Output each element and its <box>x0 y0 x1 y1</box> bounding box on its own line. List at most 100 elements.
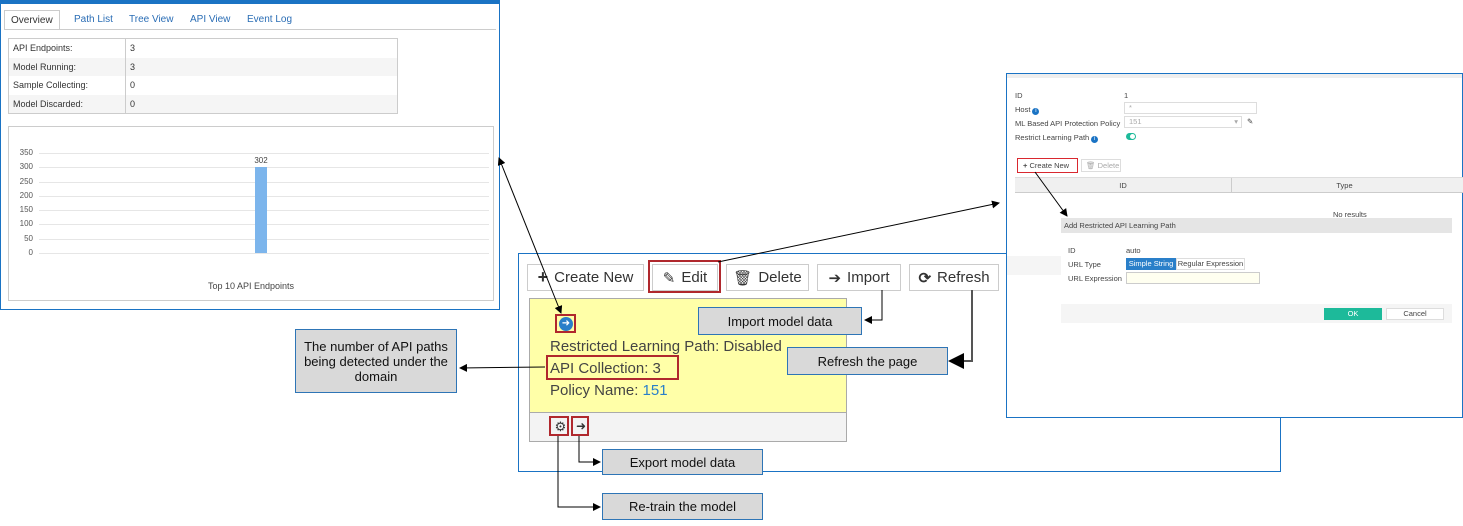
y-tick-label: 100 <box>19 219 33 229</box>
cancel-button[interactable]: Cancel <box>1386 308 1444 320</box>
highlight-box <box>571 416 589 436</box>
refresh-label: Refresh <box>937 269 990 286</box>
pencil-icon: ✎ <box>662 269 676 287</box>
overview-panel: Overview Path List Tree View API View Ev… <box>0 0 500 310</box>
col-id[interactable]: ID <box>1015 178 1232 193</box>
stat-label: Model Running: <box>9 57 126 76</box>
callout-refresh: Refresh the page <box>787 347 948 375</box>
import-label: Import <box>847 269 890 286</box>
stat-label: Model Discarded: <box>9 94 126 113</box>
sign-in-icon: ➔ <box>828 269 842 287</box>
create-new-label: Create New <box>554 269 634 286</box>
url-type-simple-string[interactable]: Simple String <box>1126 258 1176 270</box>
sign-out-icon[interactable]: ➜ <box>575 419 587 433</box>
info-icon: i <box>1091 136 1099 143</box>
y-tick-label: 200 <box>19 190 33 200</box>
policy-select[interactable]: 151 ▾ <box>1124 116 1242 128</box>
restrict-toggle[interactable] <box>1126 133 1136 140</box>
tab-api-view[interactable]: API View <box>190 14 231 25</box>
y-tick-label: 150 <box>19 205 33 215</box>
backdrop-row <box>1007 256 1061 275</box>
stat-row: Sample Collecting: 0 <box>9 76 397 95</box>
delete-button[interactable]: 🗑 Delete <box>1081 159 1121 172</box>
id-label: ID <box>1015 91 1023 100</box>
stat-value: 3 <box>130 43 136 53</box>
refresh-button[interactable]: ⟳ Refresh <box>909 264 999 291</box>
stat-value: 0 <box>130 98 136 109</box>
tab-path-list[interactable]: Path List <box>74 14 113 25</box>
y-tick-label: 0 <box>28 248 33 257</box>
trash-icon: 🗑 <box>1086 161 1096 170</box>
stat-label: Sample Collecting: <box>9 76 126 95</box>
delete-button[interactable]: 🗑 Delete <box>726 264 809 291</box>
import-button[interactable]: ➔ Import <box>817 264 901 291</box>
delete-label: Delete <box>758 269 802 286</box>
dialog-title: Add Restricted API Learning Path <box>1061 218 1452 233</box>
model-list-panel: + Create New ✎ Edit 🗑 Delete ➔ Import ⟳ Refre… <box>518 253 1281 472</box>
y-tick-label: 250 <box>19 176 33 186</box>
create-new-button[interactable]: + Create New <box>527 264 644 291</box>
plus-icon: + <box>1023 161 1028 170</box>
no-results: No results <box>1333 210 1367 219</box>
callout-retrain: Re-train the model <box>602 493 763 520</box>
stat-label: API Endpoints: <box>9 39 126 58</box>
url-type-regex[interactable]: Regular Expression <box>1176 258 1245 270</box>
trash-icon: 🗑 <box>733 269 753 287</box>
callout-export: Export model data <box>602 449 763 475</box>
policy-name-link[interactable]: 151 <box>642 382 668 399</box>
host-label: Host <box>1015 105 1031 114</box>
card-footer: ⚙ ➜ <box>530 412 846 441</box>
bar[interactable] <box>255 166 267 253</box>
create-new-label: Create New <box>1029 161 1070 170</box>
api-collection-count: API Collection: 3 <box>550 360 661 377</box>
edit-label: Edit <box>681 269 708 286</box>
policy-label: ML Based API Protection Policy <box>1015 119 1121 128</box>
tab-tree-view[interactable]: Tree View <box>129 14 174 25</box>
highlight-box <box>546 355 679 380</box>
stats-table: API Endpoints: 3 Model Running: 3 Sample C… <box>8 38 398 114</box>
dialog-id-label: ID <box>1068 246 1076 255</box>
chevron-down-icon: ▾ <box>1234 117 1238 126</box>
pencil-icon[interactable]: ✎ <box>1247 117 1254 126</box>
id-value: 1 <box>1124 91 1129 100</box>
callout-import: Import model data <box>698 307 862 335</box>
info-icon: i <box>1032 108 1040 115</box>
highlight-box <box>555 314 576 333</box>
plus-icon: + <box>537 267 549 287</box>
stat-value: 0 <box>130 80 136 90</box>
data-label: 302 <box>254 155 268 165</box>
panel-top-bar <box>1007 74 1462 78</box>
create-new-button[interactable]: + Create New <box>1017 158 1078 173</box>
cogs-icon[interactable]: ⚙ <box>554 419 567 434</box>
callout-api-paths: The number of API paths being detected u… <box>295 329 457 393</box>
edit-button[interactable]: ✎ Edit <box>652 264 718 291</box>
stat-row: Model Discarded: 0 <box>9 94 397 113</box>
highlight-box <box>648 260 721 293</box>
delete-label: Delete <box>1097 161 1120 170</box>
ok-button[interactable]: OK <box>1324 308 1382 320</box>
col-type[interactable]: Type <box>1336 181 1353 190</box>
restricted-path-status: Restricted Learning Path: Disabled <box>550 338 782 355</box>
host-input[interactable]: * <box>1124 102 1257 114</box>
stat-row: Model Running: 3 <box>9 57 397 76</box>
tab-overview[interactable]: Overview <box>4 10 60 30</box>
y-tick-label: 300 <box>19 162 33 172</box>
y-tick-label: 350 <box>19 148 33 157</box>
policy-name-label: Policy Name: <box>550 382 643 399</box>
table-header: ID Type <box>1015 177 1463 193</box>
tab-event-log[interactable]: Event Log <box>247 14 293 25</box>
dialog-id-value: auto <box>1126 246 1141 255</box>
chart-title: Top 10 API Endpoints <box>207 281 295 291</box>
gridline <box>39 253 489 254</box>
url-expression-input[interactable] <box>1126 272 1260 284</box>
restrict-label: Restrict Learning Path <box>1015 133 1090 142</box>
refresh-icon: ⟳ <box>918 269 932 287</box>
policy-select-value: 151 <box>1129 117 1142 126</box>
dialog-footer: OK Cancel <box>1061 304 1452 323</box>
arrow-circle-right-icon[interactable]: ➜ <box>559 317 573 331</box>
url-expression-label: URL Expression <box>1068 274 1122 283</box>
url-type-label: URL Type <box>1068 260 1101 269</box>
stat-value: 3 <box>130 61 136 72</box>
